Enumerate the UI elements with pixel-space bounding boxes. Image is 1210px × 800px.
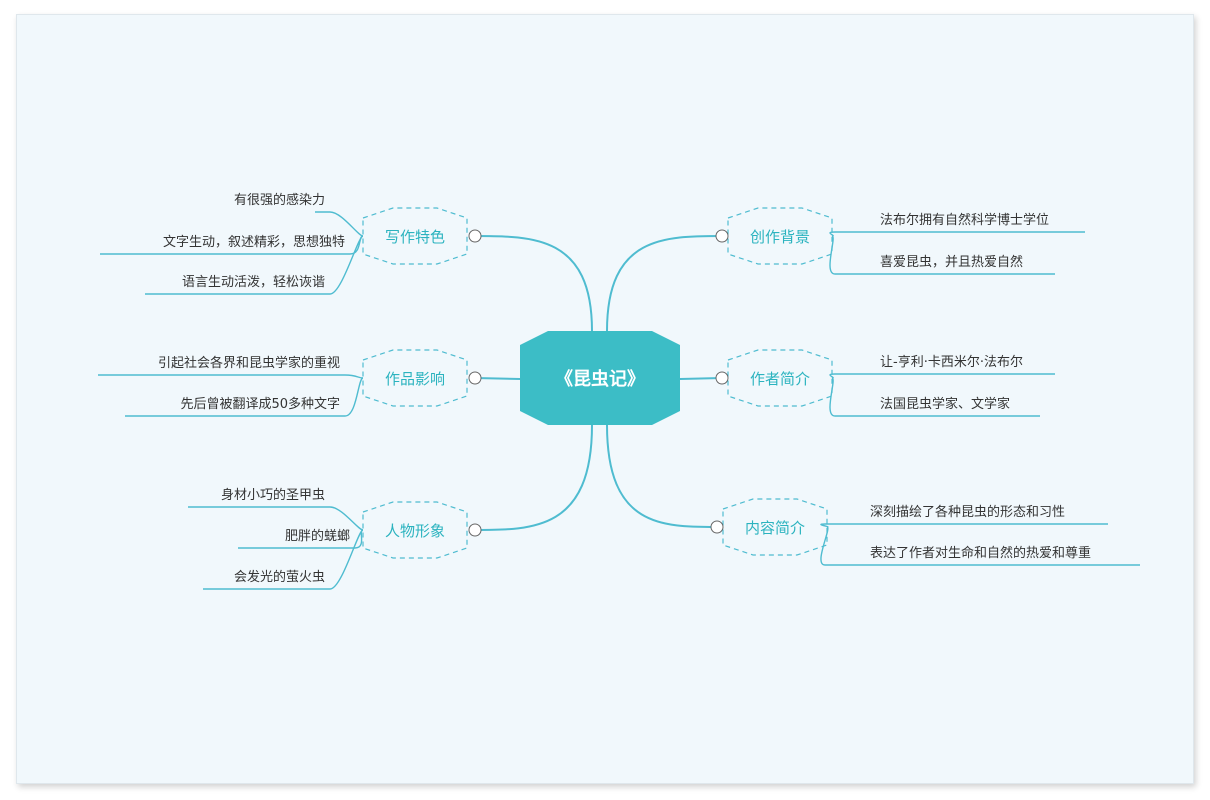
branch-connector	[474, 377, 521, 380]
leaf-label[interactable]: 有很强的感染力	[234, 192, 325, 208]
branch-label: 写作特色	[385, 228, 445, 246]
collapse-toggle-icon[interactable]	[710, 520, 724, 534]
leaf-label[interactable]: 深刻描绘了各种昆虫的形态和习性	[870, 504, 1065, 520]
branch-label: 创作背景	[750, 228, 810, 246]
center-label: 《昆虫记》	[555, 368, 645, 390]
branch-label: 作者简介	[750, 370, 810, 388]
leaf-connector	[98, 374, 364, 379]
collapse-toggle-icon[interactable]	[468, 523, 482, 537]
leaf-connector	[315, 211, 364, 237]
leaf-label[interactable]: 法国昆虫学家、文学家	[880, 396, 1010, 412]
leaf-label[interactable]: 语言生动活泼，轻松诙谐	[182, 275, 325, 290]
center-node[interactable]	[520, 331, 680, 425]
leaf-label[interactable]: 会发光的萤火虫	[234, 569, 325, 585]
collapse-toggle-icon[interactable]	[468, 229, 482, 243]
leaf-connector	[820, 526, 1140, 566]
collapse-toggle-icon[interactable]	[715, 229, 729, 243]
leaf-label[interactable]: 身材小巧的圣甲虫	[221, 487, 325, 503]
collapse-toggle-icon[interactable]	[715, 371, 729, 385]
leaf-label[interactable]: 文字生动，叙述精彩，思想独特	[163, 234, 345, 250]
leaf-label[interactable]: 肥胖的蜣螂	[285, 528, 350, 544]
branch-connector	[679, 377, 723, 380]
leaf-label[interactable]: 表达了作者对生命和自然的热爱和尊重	[870, 545, 1091, 561]
leaf-connector	[829, 377, 1040, 417]
leaf-label[interactable]: 喜爱昆虫，并且热爱自然	[880, 254, 1023, 270]
branch-connector	[474, 424, 593, 531]
branch-label: 人物形象	[385, 522, 445, 540]
collapse-toggle-icon[interactable]	[468, 371, 482, 385]
leaf-connector	[829, 373, 1055, 379]
leaf-label[interactable]: 法布尔拥有自然科学博士学位	[880, 212, 1049, 228]
leaf-connector	[829, 235, 1055, 275]
branch-connector	[474, 235, 593, 332]
leaf-label[interactable]: 引起社会各界和昆虫学家的重视	[158, 355, 340, 371]
leaf-label[interactable]: 先后曾被翻译成50多种文字	[180, 396, 340, 412]
leaf-label[interactable]: 让-亨利·卡西米尔·法布尔	[880, 354, 1023, 370]
branch-connector	[606, 235, 723, 332]
branch-node[interactable]	[727, 349, 833, 407]
branch-connector	[606, 424, 718, 528]
branch-label: 内容简介	[745, 519, 805, 537]
leaf-connector	[829, 231, 1085, 237]
leaf-connector	[125, 377, 364, 417]
leaf-connector	[145, 235, 364, 295]
branch-node[interactable]	[362, 207, 468, 265]
branch-node[interactable]	[727, 207, 833, 265]
leaf-connector	[203, 529, 364, 590]
leaf-connector	[188, 506, 364, 531]
branch-label: 作品影响	[385, 370, 445, 388]
branch-node[interactable]	[362, 501, 468, 559]
leaf-connector	[820, 523, 1108, 528]
branch-node[interactable]	[722, 498, 828, 556]
branch-node[interactable]	[362, 349, 468, 407]
